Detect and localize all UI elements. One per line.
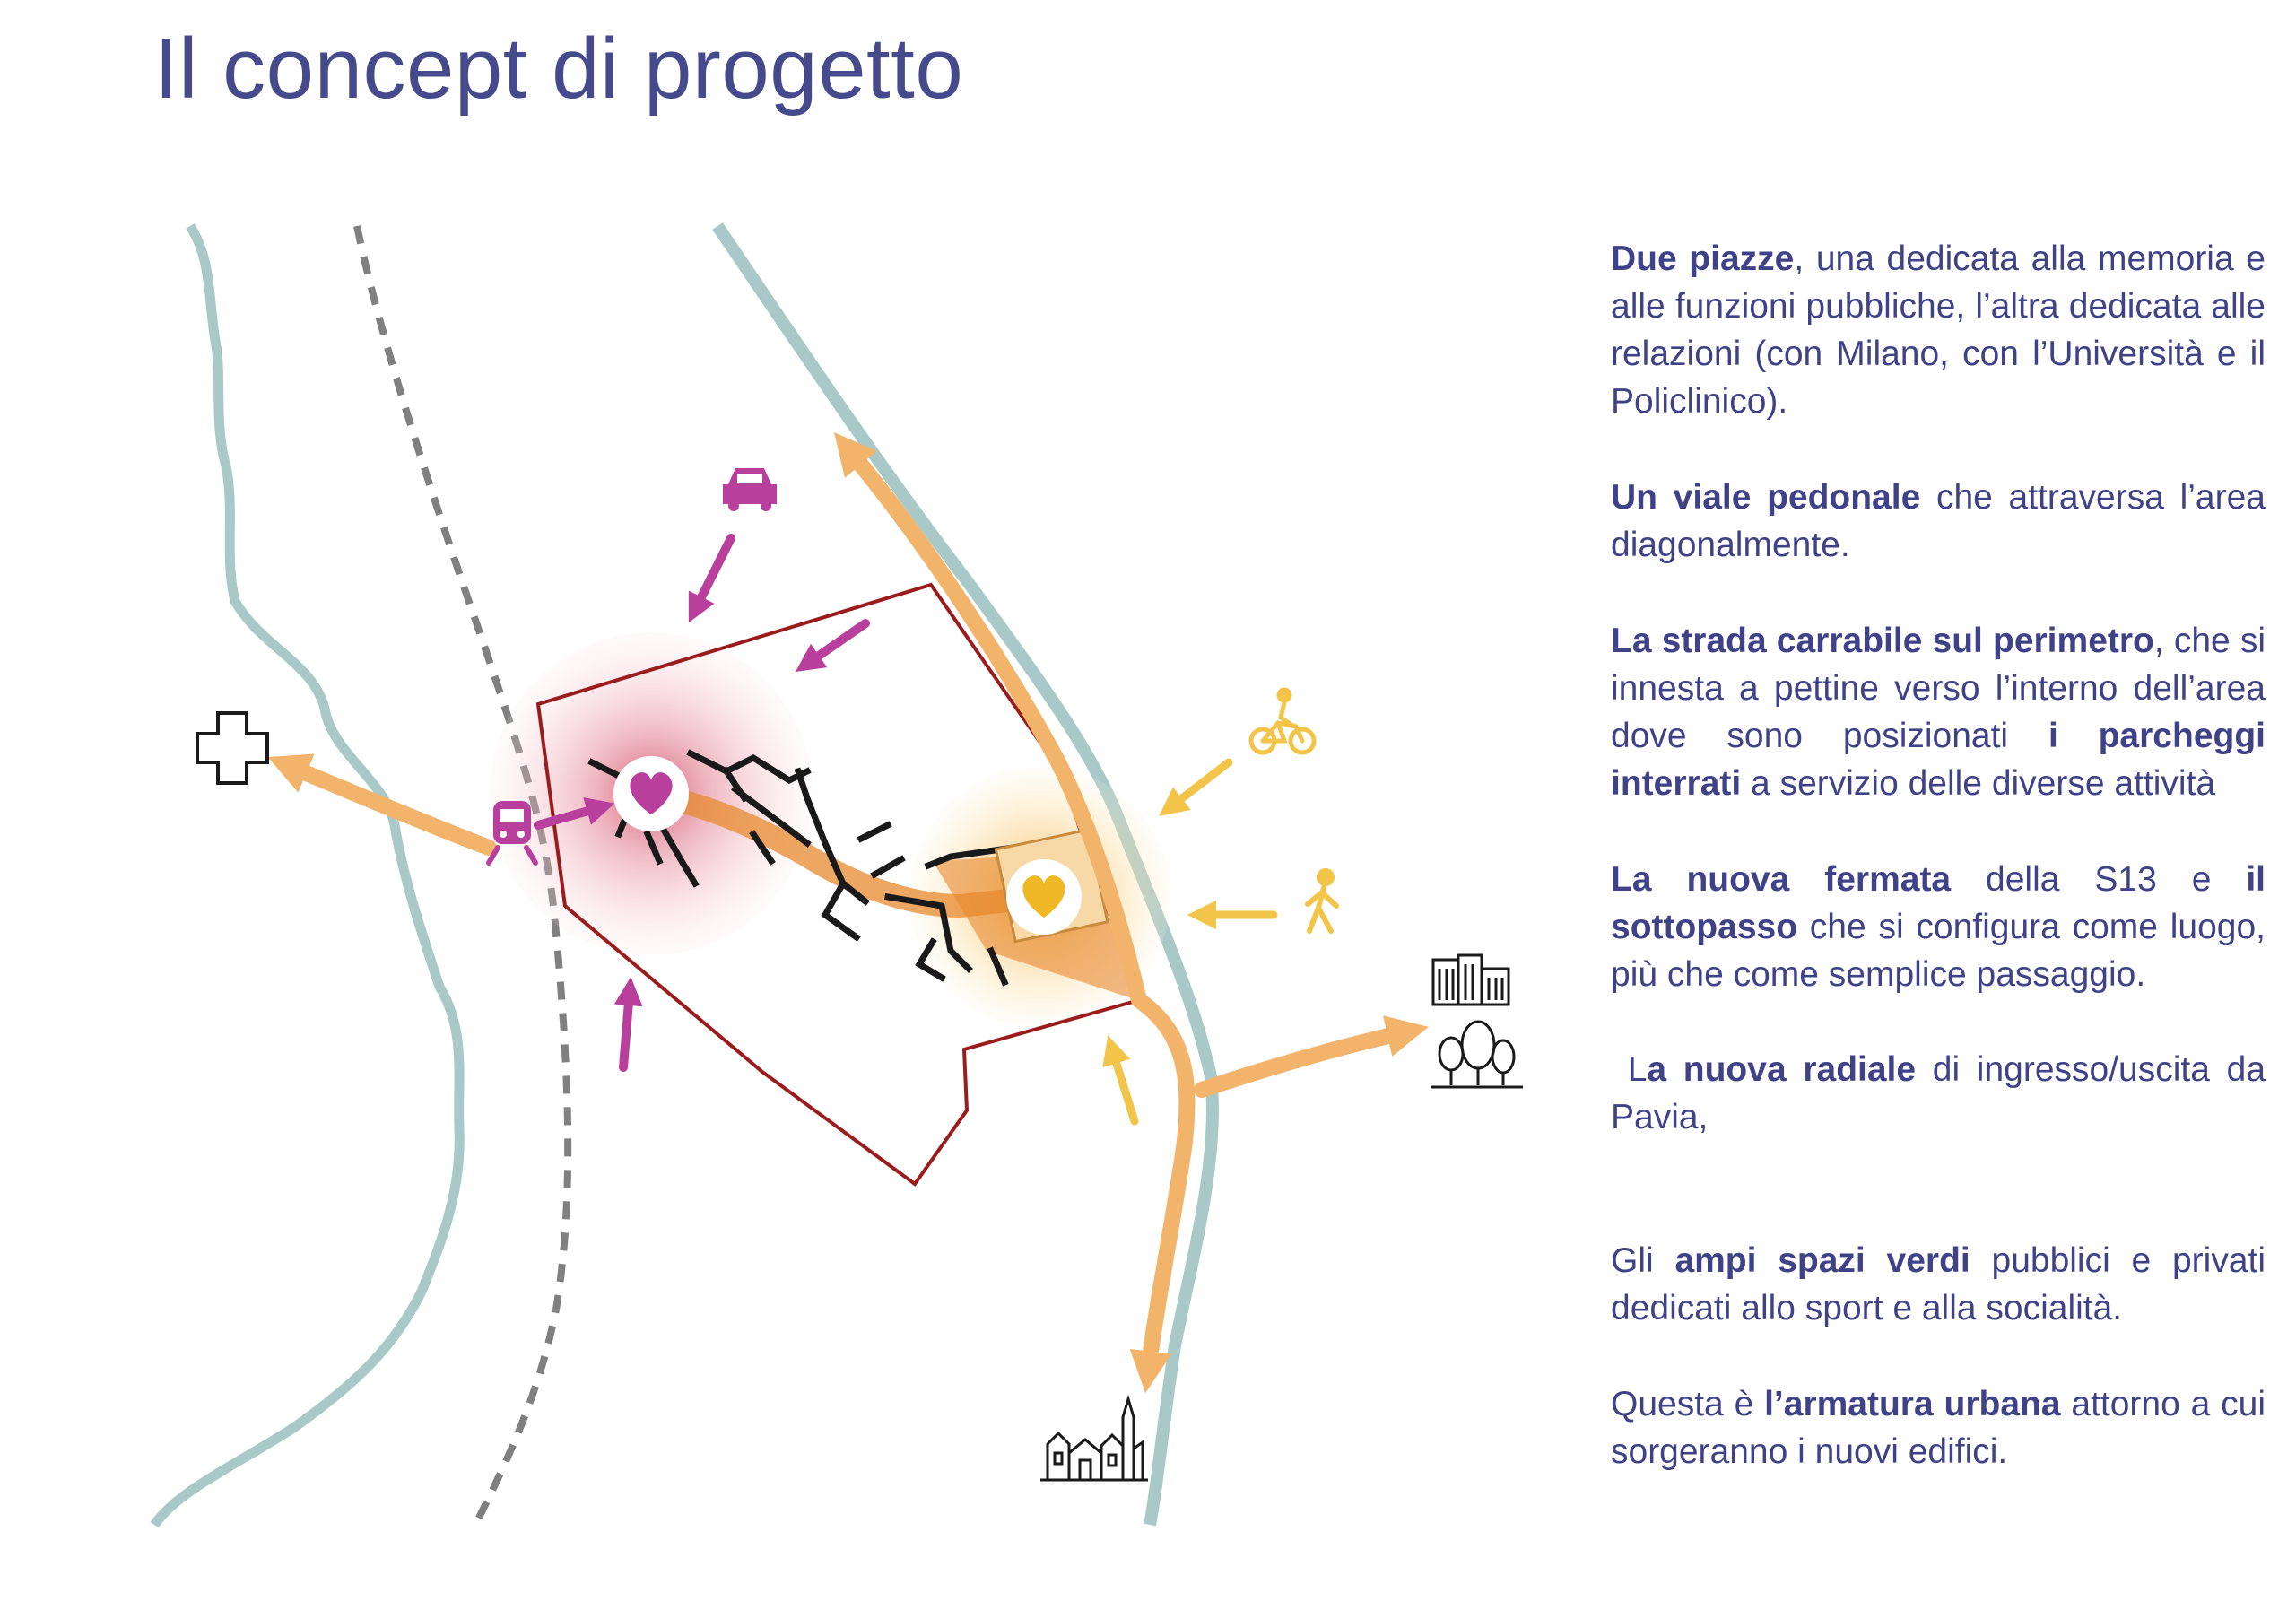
parking-strong: i parcheggi interrati <box>1611 717 2266 803</box>
plazas-strong: Due piazze <box>1611 239 1795 278</box>
radial-strong: a nuova radiale <box>1647 1050 1917 1089</box>
railway <box>353 225 572 1527</box>
framework-text: attorno a cui sorgeranno i nuovi edifici… <box>1611 1385 2266 1471</box>
bicycle-icon <box>1248 687 1317 755</box>
framework-lead: Questa è <box>1611 1385 1765 1423</box>
paragraph-walkway: Un viale pedonale che attraversa l’area … <box>1611 474 2266 569</box>
paragraph-station: La nuova fermata della S13 e il sottopas… <box>1611 856 2266 998</box>
text-column: Due piazze, una dedicata alla memoria e … <box>1611 235 2266 1524</box>
historic-town-icon <box>1040 1394 1148 1482</box>
station-text: della S13 e <box>1951 860 2247 899</box>
paragraph-framework: Questa è l’armatura urbana attorno a cui… <box>1611 1380 2266 1475</box>
paragraph-green: Gli ampi spazi verdi pubblici e privati … <box>1611 1237 2266 1332</box>
green-strong: ampi spazi verdi <box>1674 1241 1970 1280</box>
plazas-text: , una dedicata alla memoria e alle funzi… <box>1611 239 2266 421</box>
river-left <box>150 223 465 1528</box>
paragraph-radial: La nuova radiale di ingresso/uscita da P… <box>1611 998 2266 1188</box>
trees-icon <box>1431 1020 1523 1089</box>
pedestrian-icon <box>1305 868 1339 934</box>
underpass-text: che si configura come luogo, più che com… <box>1611 908 2266 994</box>
parking-access-comb <box>587 749 1072 987</box>
station-strong: La nuova fermata <box>1611 860 1952 899</box>
purple-access-arrows <box>534 534 870 1072</box>
car-icon <box>723 468 777 511</box>
green-text: pubblici e privati dedicati allo sport e… <box>1611 1241 2266 1327</box>
yellow-access-arrows <box>1102 758 1278 1126</box>
parking-text: a servizio delle diverse attività <box>1741 764 2216 803</box>
plaza-relations-marker <box>1006 859 1082 935</box>
walkway-text: che attraversa l’area diagonalmente. <box>1611 478 2266 564</box>
plaza-memory-marker <box>613 756 689 831</box>
concept-map <box>150 222 1523 1528</box>
paragraph-perimeter-road: La strada carrabile sul perimetro, che s… <box>1611 617 2266 807</box>
framework-strong: l’armatura urbana <box>1764 1385 2061 1423</box>
heart-icon <box>630 772 673 814</box>
paragraph-plazas: Due piazze, una dedicata alla memoria e … <box>1611 235 2266 425</box>
radial-text: di ingresso/uscita da Pavia, <box>1611 1050 2275 1136</box>
road-text: , che si innesta a pettine verso l’inter… <box>1611 622 2266 755</box>
skyline-icon <box>1431 953 1510 1006</box>
page-title: Il concept di progetto <box>154 21 964 117</box>
perimeter-road <box>267 432 1429 1394</box>
project-perimeter <box>535 582 1142 1187</box>
radial-lead: L <box>1611 1050 1648 1089</box>
train-icon <box>486 801 538 866</box>
walkway-strong: Un viale pedonale <box>1611 478 1921 517</box>
green-lead: Gli <box>1611 1241 1675 1280</box>
heart-icon <box>1022 875 1065 918</box>
road-strong: La strada carrabile sul perimetro <box>1611 622 2154 660</box>
cross-outline-icon <box>196 711 269 785</box>
underpass-strong: il sottopasso <box>1611 860 2266 946</box>
